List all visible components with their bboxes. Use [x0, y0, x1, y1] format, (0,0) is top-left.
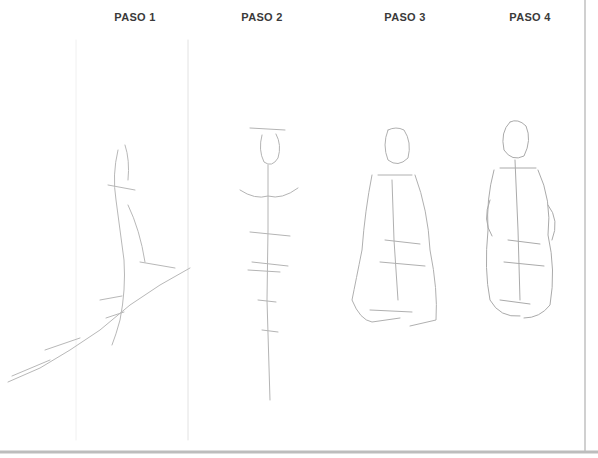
step-label: PASO 3: [384, 11, 425, 23]
step-label: PASO 2: [241, 11, 282, 23]
step-label: PASO 1: [114, 11, 155, 23]
step-label: PASO 4: [509, 11, 550, 23]
